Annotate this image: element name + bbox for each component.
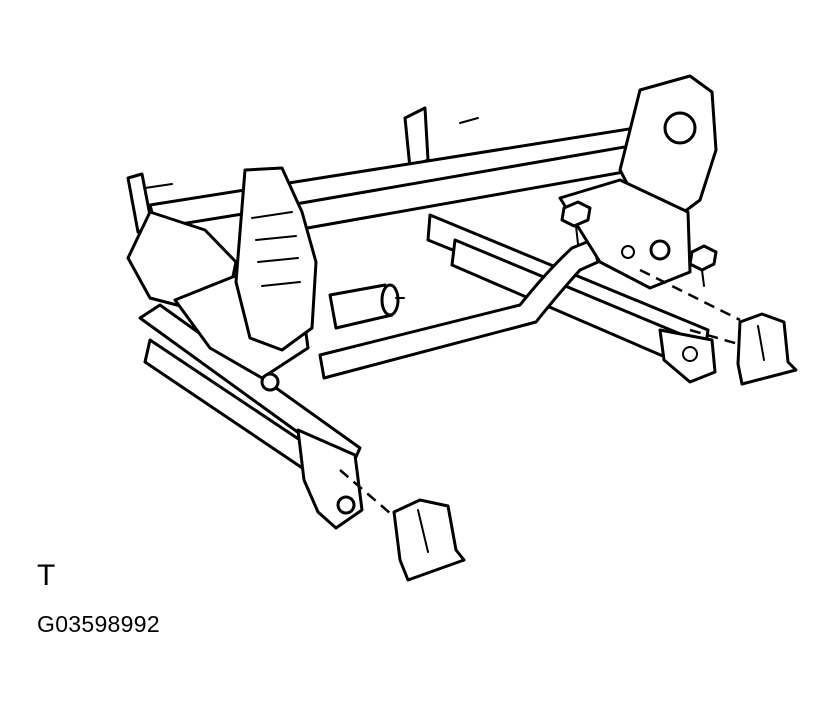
front-leg-bracket bbox=[392, 498, 466, 582]
recliner-motor-assembly bbox=[126, 166, 405, 392]
left-seat-rail bbox=[138, 303, 364, 530]
view-label: T bbox=[37, 559, 56, 592]
installation-guide-lines bbox=[339, 268, 753, 521]
front-cross-tube bbox=[318, 238, 600, 380]
right-recliner-hinge bbox=[558, 74, 718, 290]
figure-id: G03598992 bbox=[37, 611, 160, 637]
mounting-bolts bbox=[560, 200, 718, 287]
rear-leg-bracket bbox=[736, 312, 798, 386]
